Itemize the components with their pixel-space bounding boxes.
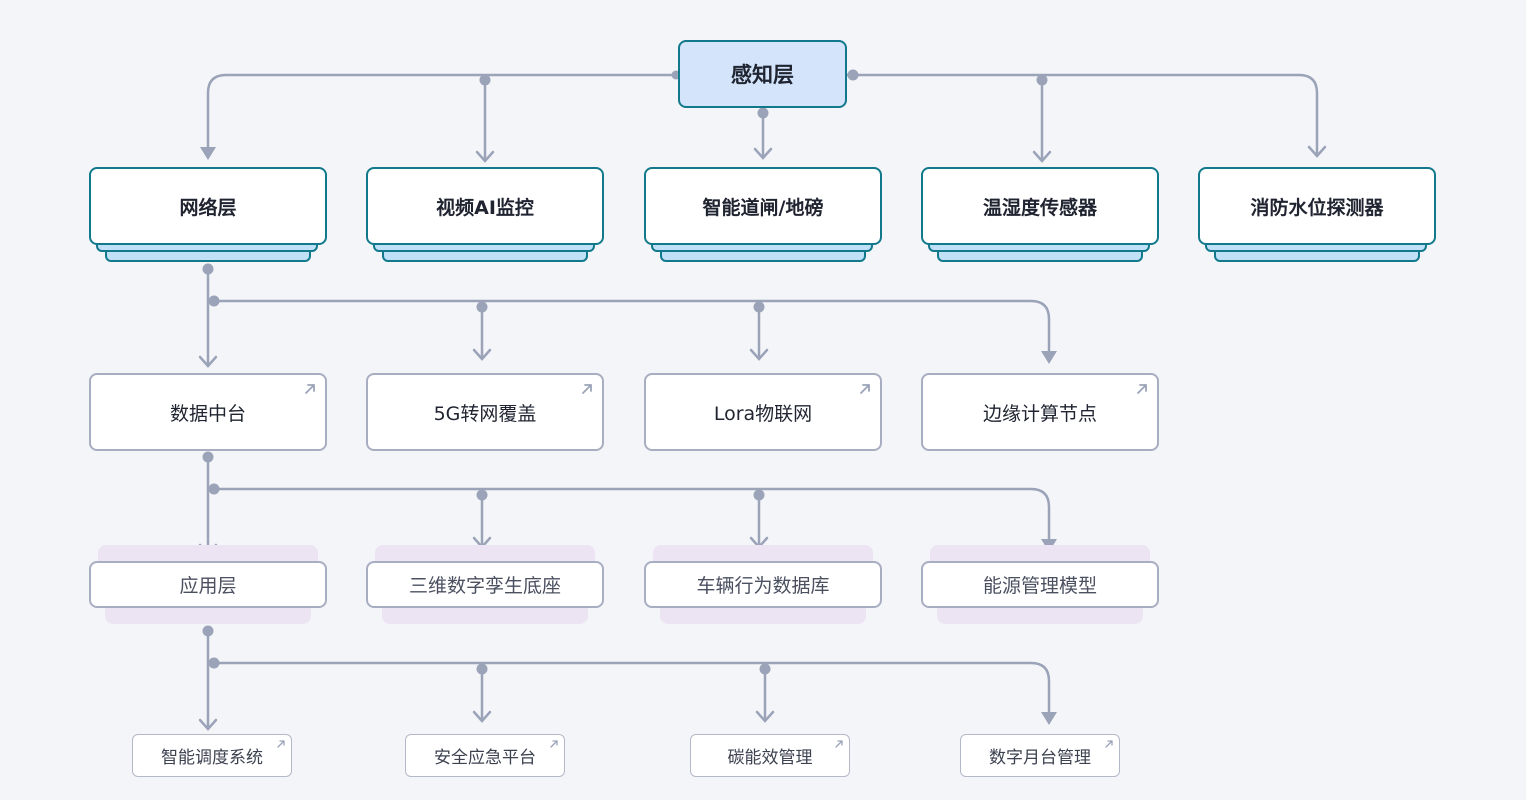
connector-line: [1032, 150, 1052, 163]
connector-line: [749, 348, 769, 361]
arrow-head: [200, 147, 216, 160]
node-video-ai-monitoring[interactable]: 视频AI监控: [366, 167, 604, 245]
node-label: 消防水位探测器: [1250, 196, 1384, 219]
node-label: Lora物联网: [713, 402, 813, 425]
node-carbon-efficiency-management[interactable]: 碳能效管理: [690, 734, 850, 777]
external-link-icon[interactable]: [549, 739, 559, 749]
connector-dot: [847, 69, 859, 81]
connector-line: [755, 710, 775, 723]
connector-line: [472, 348, 492, 361]
node-fire-water-level-detector[interactable]: 消防水位探测器: [1198, 167, 1436, 245]
connector-line: [1307, 145, 1327, 158]
node-label: 数据中台: [169, 402, 246, 425]
node-smart-dispatch-system[interactable]: 智能调度系统: [132, 734, 292, 777]
external-link-icon[interactable]: [303, 382, 317, 396]
node-digital-twin-base[interactable]: 三维数字孪生底座: [366, 561, 604, 608]
node-perception-layer[interactable]: 感知层: [678, 40, 847, 108]
external-link-icon[interactable]: [276, 739, 286, 749]
node-vehicle-behavior-db[interactable]: 车辆行为数据库: [644, 561, 882, 608]
node-data-middle-platform[interactable]: 数据中台: [89, 373, 327, 451]
connector-line: [198, 718, 218, 731]
node-label: 三维数字孪生底座: [408, 575, 561, 597]
external-link-icon[interactable]: [580, 382, 594, 396]
node-network-layer[interactable]: 网络层: [89, 167, 327, 245]
connector-line: [212, 299, 1051, 354]
node-temp-humidity-sensor[interactable]: 温湿度传感器: [921, 167, 1159, 245]
node-safety-emergency-platform[interactable]: 安全应急平台: [405, 734, 565, 777]
node-lora-iot[interactable]: Lora物联网: [644, 373, 882, 451]
node-application-layer[interactable]: 应用层: [89, 561, 327, 608]
node-label: 感知层: [731, 63, 794, 87]
external-link-icon[interactable]: [858, 382, 872, 396]
node-label: 车辆行为数据库: [696, 575, 830, 597]
connector-line: [206, 73, 680, 157]
connector-line: [212, 487, 1051, 542]
connector-line: [212, 661, 1051, 715]
node-label: 碳能效管理: [727, 748, 813, 768]
node-digital-dock-management[interactable]: 数字月台管理: [960, 734, 1120, 777]
node-label: 数字月台管理: [989, 748, 1091, 768]
node-label: 智能调度系统: [161, 748, 263, 768]
node-label: 5G转网覆盖: [433, 402, 537, 425]
node-label: 温湿度传感器: [982, 196, 1097, 219]
node-label: 安全应急平台: [434, 748, 536, 768]
node-5g-network-coverage[interactable]: 5G转网覆盖: [366, 373, 604, 451]
connector-line: [475, 150, 495, 163]
node-label: 智能道闸/地磅: [702, 196, 824, 219]
external-link-icon[interactable]: [834, 739, 844, 749]
node-edge-computing[interactable]: 边缘计算节点: [921, 373, 1159, 451]
node-label: 视频AI监控: [436, 196, 534, 219]
external-link-icon[interactable]: [1104, 739, 1114, 749]
external-link-icon[interactable]: [1135, 382, 1149, 396]
node-label: 能源管理模型: [982, 575, 1097, 597]
arrow-head: [1041, 351, 1057, 364]
node-label: 应用层: [179, 575, 237, 597]
node-label: 网络层: [179, 196, 237, 219]
connector-line: [753, 147, 773, 160]
node-smart-gate-weighbridge[interactable]: 智能道闸/地磅: [644, 167, 882, 245]
arrow-head: [1041, 712, 1057, 725]
connector-line: [198, 355, 218, 368]
node-energy-management-model[interactable]: 能源管理模型: [921, 561, 1159, 608]
node-label: 边缘计算节点: [982, 402, 1097, 425]
connector-line: [845, 73, 1319, 157]
connector-line: [472, 710, 492, 723]
